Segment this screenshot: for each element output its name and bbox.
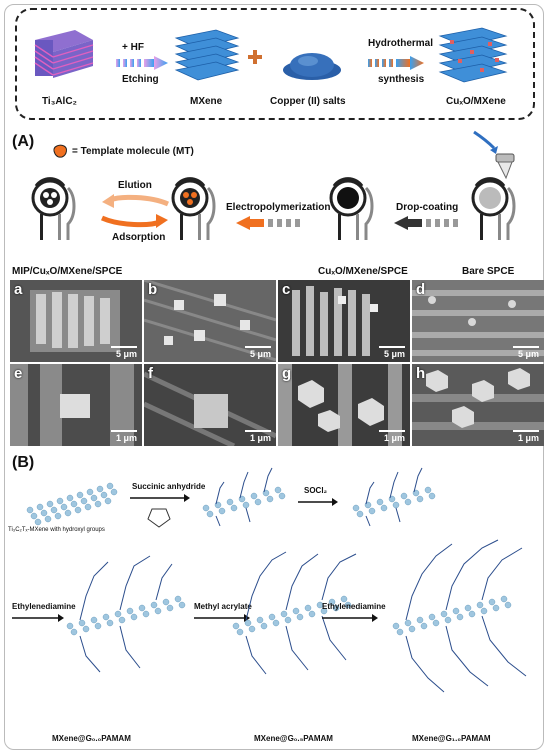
reaction-arrow-1 (130, 494, 190, 502)
template-molecule-legend: = Template molecule (MT) (72, 146, 194, 157)
scale-label: 5 μm (517, 349, 539, 359)
cuxo-mxene-label: CuₓO/MXene (446, 96, 506, 107)
scale-label: 1 μm (383, 433, 405, 443)
electrode-mip-loaded (171, 177, 216, 240)
hydrothermal-label-2: synthesis (378, 74, 425, 85)
col-label-bare: Bare SPCE (462, 266, 515, 277)
mxene-g10-pamam (392, 539, 527, 693)
tile-letter: a (14, 281, 23, 298)
tile-letter: f (148, 365, 153, 382)
reaction-arrow-5 (322, 614, 378, 622)
sem-image-d: d 5 μm (412, 280, 544, 362)
scale-bar (379, 430, 405, 432)
scale-bar (245, 346, 271, 348)
panel-b-label: (B) (12, 454, 35, 471)
hydrothermal-arrow (368, 56, 424, 70)
hydrothermal-label-1: Hydrothermal (368, 38, 434, 49)
drop-coating-arrow (394, 216, 458, 230)
mxene-g05-pamam (232, 551, 357, 675)
sem-image-b: b 5 μm (144, 280, 276, 362)
scale-bar (245, 430, 271, 432)
col-label-mip: MIP/CuₓO/MXene/SPCE (12, 266, 123, 277)
succinic-anhydride-structure (147, 508, 171, 528)
reaction-arrow-3 (12, 614, 64, 622)
ti3alc2-label: Ti₃AlC₂ (42, 96, 77, 107)
copper-salt-label: Copper (II) salts (270, 96, 346, 107)
tile-letter: b (148, 281, 158, 298)
socl2-label: SOCl₂ (304, 486, 328, 495)
tile-letter: c (282, 281, 291, 298)
scale-label: 1 μm (249, 433, 271, 443)
plus-icon (248, 50, 262, 64)
tile-letter: g (282, 365, 292, 382)
panel-a-label: (A) (12, 133, 35, 150)
start-caption: Ti₃C₂Tₓ-MXene with hydroxyl groups (8, 527, 105, 533)
sem-image-a: a 5 μm (10, 280, 142, 362)
cuxo-mxene-stack-icon (438, 27, 508, 83)
tile-letter: h (416, 365, 426, 382)
product-label-g05: MXene@G₀.₅PAMAM (254, 734, 333, 743)
electropolymerization-arrow (236, 216, 300, 230)
pipette-icon (473, 130, 515, 180)
sem-image-h: h 1 μm (412, 364, 544, 446)
scale-label: 1 μm (517, 433, 539, 443)
electrode-mip-eluted (31, 177, 76, 240)
mxene-label: MXene (190, 96, 223, 107)
drop-coating-label: Drop-coating (396, 202, 459, 213)
sem-image-g: g 1 μm (278, 364, 410, 446)
ti3alc2-stack-icon (34, 30, 94, 78)
col-label-cuxo: CuₓO/MXene/SPCE (318, 266, 408, 277)
electrode-cuxo-mxene (329, 177, 374, 240)
ethylenediamine-label-1: Ethylenediamine (12, 602, 76, 611)
adsorption-label: Adsorption (112, 232, 166, 243)
sem-image-e: e 1 μm (10, 364, 142, 446)
sem-image-c: c 5 μm (278, 280, 410, 362)
scale-label: 1 μm (115, 433, 137, 443)
methyl-acrylate-label: Methyl acrylate (194, 602, 252, 611)
tile-letter: e (14, 365, 23, 382)
electrode-bare-spce (471, 177, 516, 240)
template-molecule-icon (53, 144, 67, 158)
tile-letter: d (416, 281, 426, 298)
mxene-sheet-start (26, 482, 118, 526)
electropolymerization-label: Electropolymerization (226, 202, 331, 213)
scale-label: 5 μm (115, 349, 137, 359)
etching-label: Etching (122, 74, 159, 85)
hf-reagent-label: + HF (122, 42, 144, 53)
mxene-stack-icon (174, 29, 240, 81)
etching-arrow (116, 56, 168, 70)
adsorption-arrow (100, 214, 168, 228)
product-label-g10: MXene@G₁.₀PAMAM (412, 734, 491, 743)
scale-bar (111, 430, 137, 432)
reaction-arrow-2 (298, 498, 338, 506)
product-label-g00: MXene@G₀.₀PAMAM (52, 734, 131, 743)
succinic-anhydride-label: Succinic anhydride (132, 482, 206, 491)
scale-bar (379, 346, 405, 348)
scale-bar (111, 346, 137, 348)
sem-image-f: f 1 μm (144, 364, 276, 446)
scale-label: 5 μm (383, 349, 405, 359)
scale-bar (513, 346, 539, 348)
ethylenediamine-label-2: Ethylenediamine (322, 602, 386, 611)
elution-arrow (102, 194, 170, 208)
mxene-g00-pamam (66, 555, 186, 673)
synthesis-box (15, 8, 535, 120)
scale-label: 5 μm (249, 349, 271, 359)
mxene-sheet-acyl-chloride (352, 467, 436, 527)
copper-salt-powder-icon (283, 53, 341, 80)
scale-bar (513, 430, 539, 432)
elution-label: Elution (118, 180, 152, 191)
mxene-sheet-acid (202, 467, 286, 527)
